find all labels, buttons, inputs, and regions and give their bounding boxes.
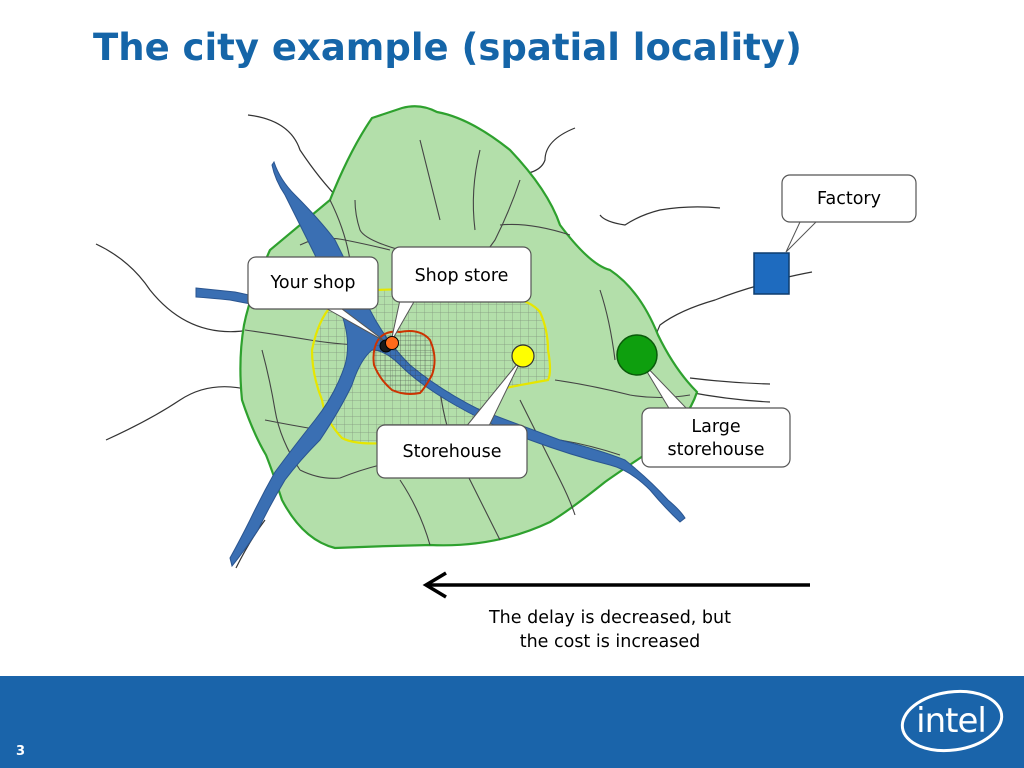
shop-store-marker (385, 336, 399, 350)
shop-store-callout-box (391, 246, 532, 303)
callout-pointers (320, 221, 818, 429)
factory-marker (753, 252, 790, 295)
your-shop-callout-box (247, 256, 379, 310)
factory-callout-box (781, 174, 917, 223)
intel-logo-swoosh-icon (900, 689, 1004, 753)
left-arrow (422, 571, 810, 599)
caption: The delay is decreased, but the cost is … (440, 606, 780, 654)
footer-bar (0, 676, 1024, 768)
storehouse-marker (511, 344, 535, 368)
storehouse-callout-box (376, 424, 528, 479)
intel-logo: intel (896, 686, 1006, 756)
large-storehouse-marker (616, 334, 658, 376)
large-storehouse-callout-box (641, 407, 791, 468)
large-storehouse-label-line2: storehouse (667, 440, 765, 460)
intel-logo-text: intel (916, 701, 987, 741)
slide-title: The city example (spatial locality) (93, 26, 802, 69)
caption-line2: the cost is increased (519, 632, 701, 652)
your-shop-label: Your shop (270, 273, 356, 293)
large-storehouse-label-line1: Large (691, 417, 741, 437)
page-number: 3 (16, 744, 26, 759)
storehouse-label: Storehouse (402, 442, 502, 462)
shop-store-label: Shop store (414, 266, 509, 286)
factory-label: Factory (817, 189, 881, 209)
city-map (95, 105, 917, 599)
caption-line1: The delay is decreased, but (488, 608, 731, 628)
